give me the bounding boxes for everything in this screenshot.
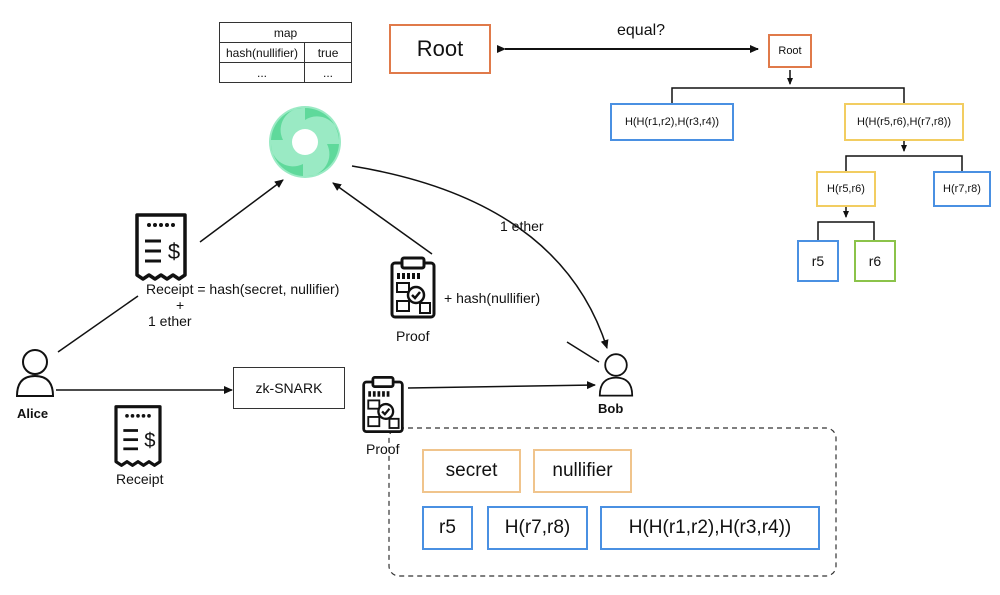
tree-node-label: H(r5,r6) — [827, 183, 865, 195]
clipboard-check-icon — [390, 256, 436, 319]
receipt-label: Receipt — [116, 471, 164, 487]
receipt-icon: $ — [114, 405, 162, 467]
tree-node-label: H(H(r5,r6),H(r7,r8)) — [856, 116, 952, 128]
proof-label-lower: Proof — [366, 441, 400, 457]
map-header: map — [218, 22, 353, 43]
map-cell: ... — [218, 62, 306, 83]
tree-node-h-r7-r8: H(r7,r8) — [933, 171, 991, 207]
path-h-big-label: H(H(r1,r2),H(r3,r4)) — [628, 517, 792, 538]
tornado-logo — [269, 106, 341, 178]
bob-label: Bob — [598, 401, 624, 416]
user-icon — [15, 349, 55, 397]
private-inputs-frame — [388, 427, 837, 577]
nullifier-label: nullifier — [552, 460, 613, 481]
secret-box: secret — [422, 449, 521, 493]
plus-sign: + — [176, 297, 185, 313]
root-box: Root — [389, 24, 491, 74]
path-r5-label: r5 — [439, 517, 456, 538]
tree-node-right: H(H(r5,r6),H(r7,r8)) — [844, 103, 964, 141]
tree-node-h-r5-r6: H(r5,r6) — [816, 171, 876, 207]
path-h-r7-r8-box: H(r7,r8) — [487, 506, 588, 550]
svg-text:$: $ — [168, 239, 180, 264]
nullifier-map-table: map hash(nullifier) true ... ... — [218, 22, 353, 83]
secret-label: secret — [445, 460, 498, 481]
path-h-r7-r8-label: H(r7,r8) — [504, 517, 571, 538]
root-box-label: Root — [416, 36, 464, 61]
map-cell: true — [304, 42, 353, 63]
zk-snark-label: zk-SNARK — [255, 380, 323, 396]
receipt-formula: Receipt = hash(secret, nullifier) — [146, 281, 340, 297]
svg-text:$: $ — [144, 430, 155, 452]
withdraw-amount: 1 ether — [500, 218, 544, 234]
path-h-big-box: H(H(r1,r2),H(r3,r4)) — [600, 506, 820, 550]
tree-node-label: H(H(r1,r2),H(r3,r4)) — [624, 116, 720, 128]
equal-label: equal? — [617, 22, 666, 39]
deposit-amount: 1 ether — [148, 313, 192, 329]
tree-node-left: H(H(r1,r2),H(r3,r4)) — [610, 103, 734, 141]
path-r5-box: r5 — [422, 506, 473, 550]
tree-root: Root — [768, 34, 812, 68]
tree-root-label: Root — [778, 45, 802, 57]
alice-label: Alice — [17, 406, 49, 421]
nullifier-box: nullifier — [533, 449, 632, 493]
tree-leaf-label: r6 — [868, 253, 882, 269]
clipboard-check-icon — [362, 376, 404, 434]
tree-edges — [671, 70, 963, 242]
zk-snark-box: zk-SNARK — [233, 367, 345, 409]
tree-leaf-label: r5 — [811, 253, 825, 269]
user-icon — [598, 353, 634, 397]
receipt-icon: $ — [135, 213, 187, 281]
proof-nullifier-hash: + hash(nullifier) — [444, 290, 541, 306]
proof-label-upper: Proof — [396, 328, 430, 344]
map-cell: hash(nullifier) — [218, 42, 306, 63]
map-cell: ... — [304, 62, 353, 83]
tree-node-label: H(r7,r8) — [943, 183, 981, 195]
tree-leaf-r5: r5 — [797, 240, 839, 282]
tree-leaf-r6: r6 — [854, 240, 896, 282]
